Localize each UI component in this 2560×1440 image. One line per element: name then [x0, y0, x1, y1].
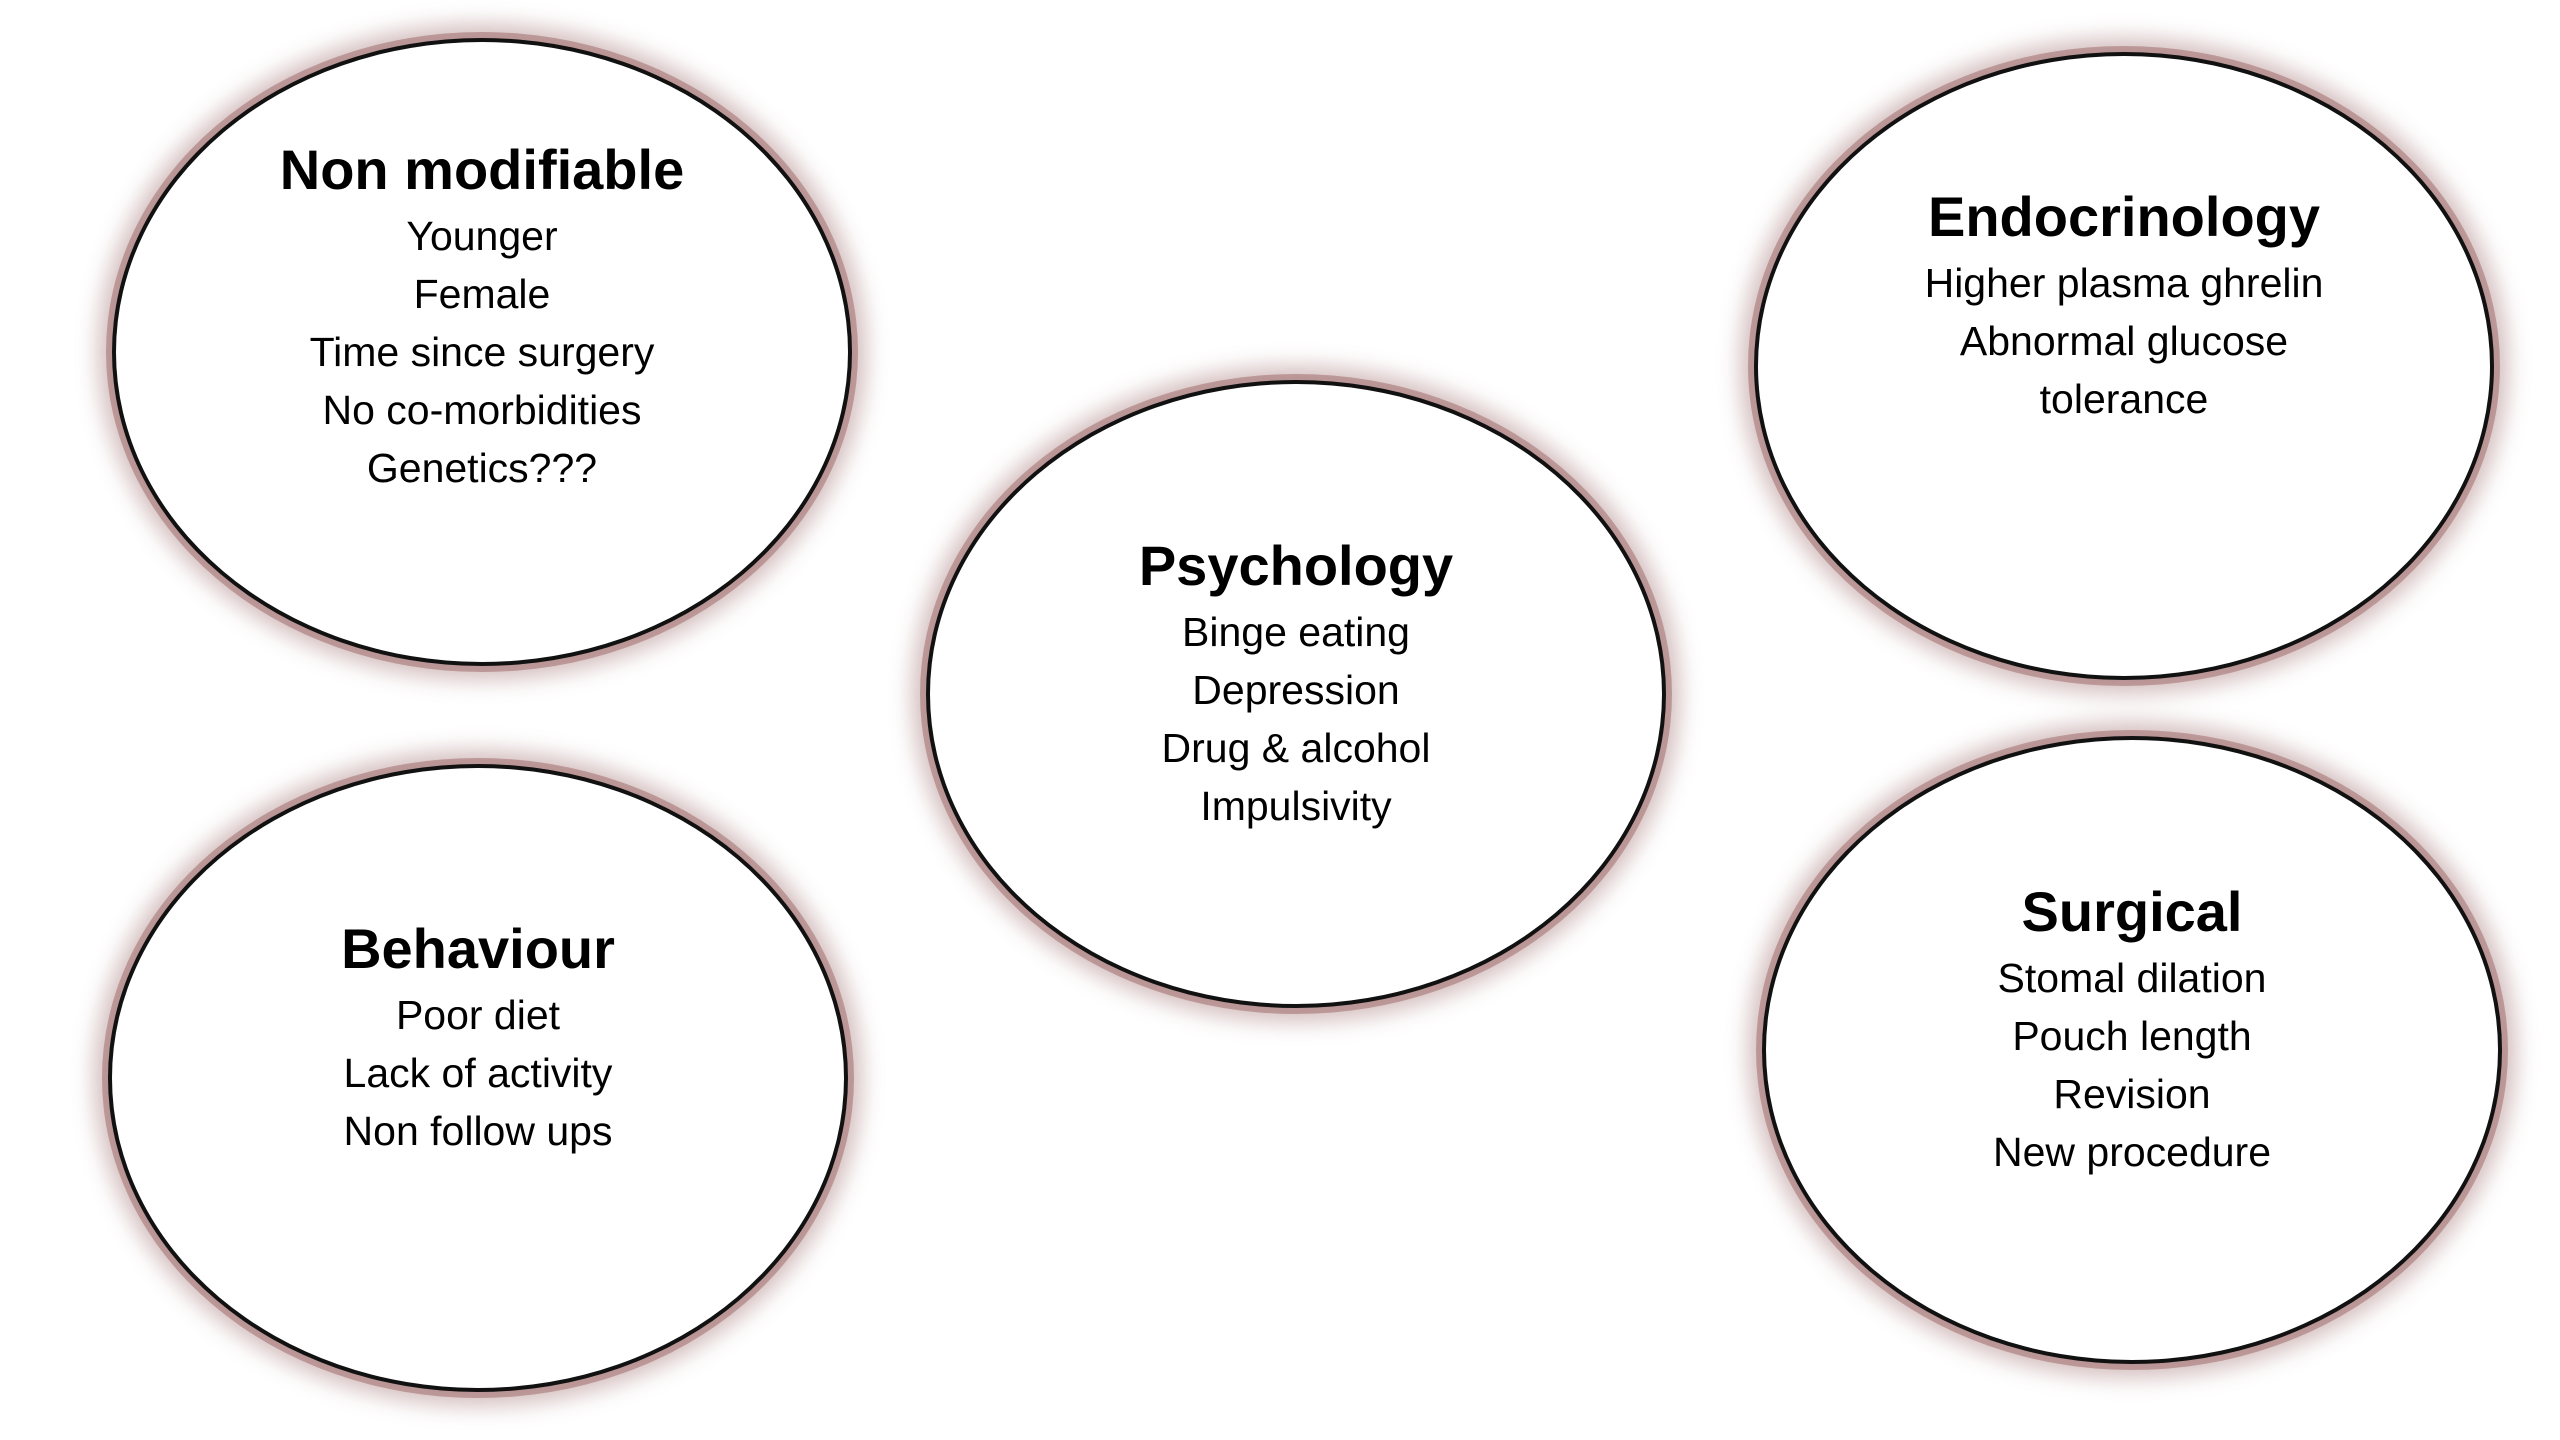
bubble-title: Psychology	[1138, 534, 1454, 597]
bubble-item: Younger	[406, 213, 558, 259]
bubble-item: Stomal dilation	[1997, 955, 2267, 1001]
bubble-item: Lack of activity	[343, 1050, 613, 1096]
bubble-behaviour: Behaviour Poor diet Lack of activity Non…	[108, 764, 848, 1392]
bubble-item: Abnormal glucose tolerance	[1959, 318, 2289, 422]
bubble-item: Higher plasma ghrelin	[1924, 260, 2324, 306]
bubble-item: Pouch length	[2012, 1013, 2252, 1059]
bubble-psychology: Psychology Binge eating Depression Drug …	[926, 380, 1666, 1008]
bubble-item: Female	[413, 271, 551, 317]
bubble-item: New procedure	[1992, 1129, 2272, 1175]
bubble-title: Non modifiable	[279, 138, 685, 201]
bubble-surgical: Surgical Stomal dilation Pouch length Re…	[1762, 736, 2502, 1364]
bubble-item: Time since surgery	[309, 329, 655, 375]
bubble-item: Impulsivity	[1200, 783, 1392, 829]
bubble-item: Genetics???	[366, 445, 598, 491]
bubble-endocrinology: Endocrinology Higher plasma ghrelin Abno…	[1754, 52, 2494, 680]
bubble-item: No co-morbidities	[322, 387, 642, 433]
bubble-item-list: Higher plasma ghrelin Abnormal glucose t…	[1894, 254, 2354, 428]
bubble-title: Surgical	[2021, 880, 2243, 943]
bubble-item: Revision	[2053, 1071, 2211, 1117]
bubble-item-list: Poor diet Lack of activity Non follow up…	[344, 986, 613, 1160]
bubble-item: Poor diet	[395, 992, 561, 1038]
bubble-item: Depression	[1192, 667, 1400, 713]
bubble-item-list: Binge eating Depression Drug & alcohol I…	[1162, 603, 1431, 835]
bubble-item-list: Younger Female Time since surgery No co-…	[310, 207, 655, 497]
bubble-title: Endocrinology	[1928, 185, 2320, 248]
bubble-title: Behaviour	[341, 917, 615, 980]
bubble-item: Non follow ups	[343, 1108, 613, 1154]
bubble-item: Binge eating	[1182, 609, 1410, 655]
bubble-item: Drug & alcohol	[1161, 725, 1431, 771]
bubble-item-list: Stomal dilation Pouch length Revision Ne…	[1993, 949, 2271, 1181]
bubble-non-modifiable: Non modifiable Younger Female Time since…	[112, 38, 852, 666]
